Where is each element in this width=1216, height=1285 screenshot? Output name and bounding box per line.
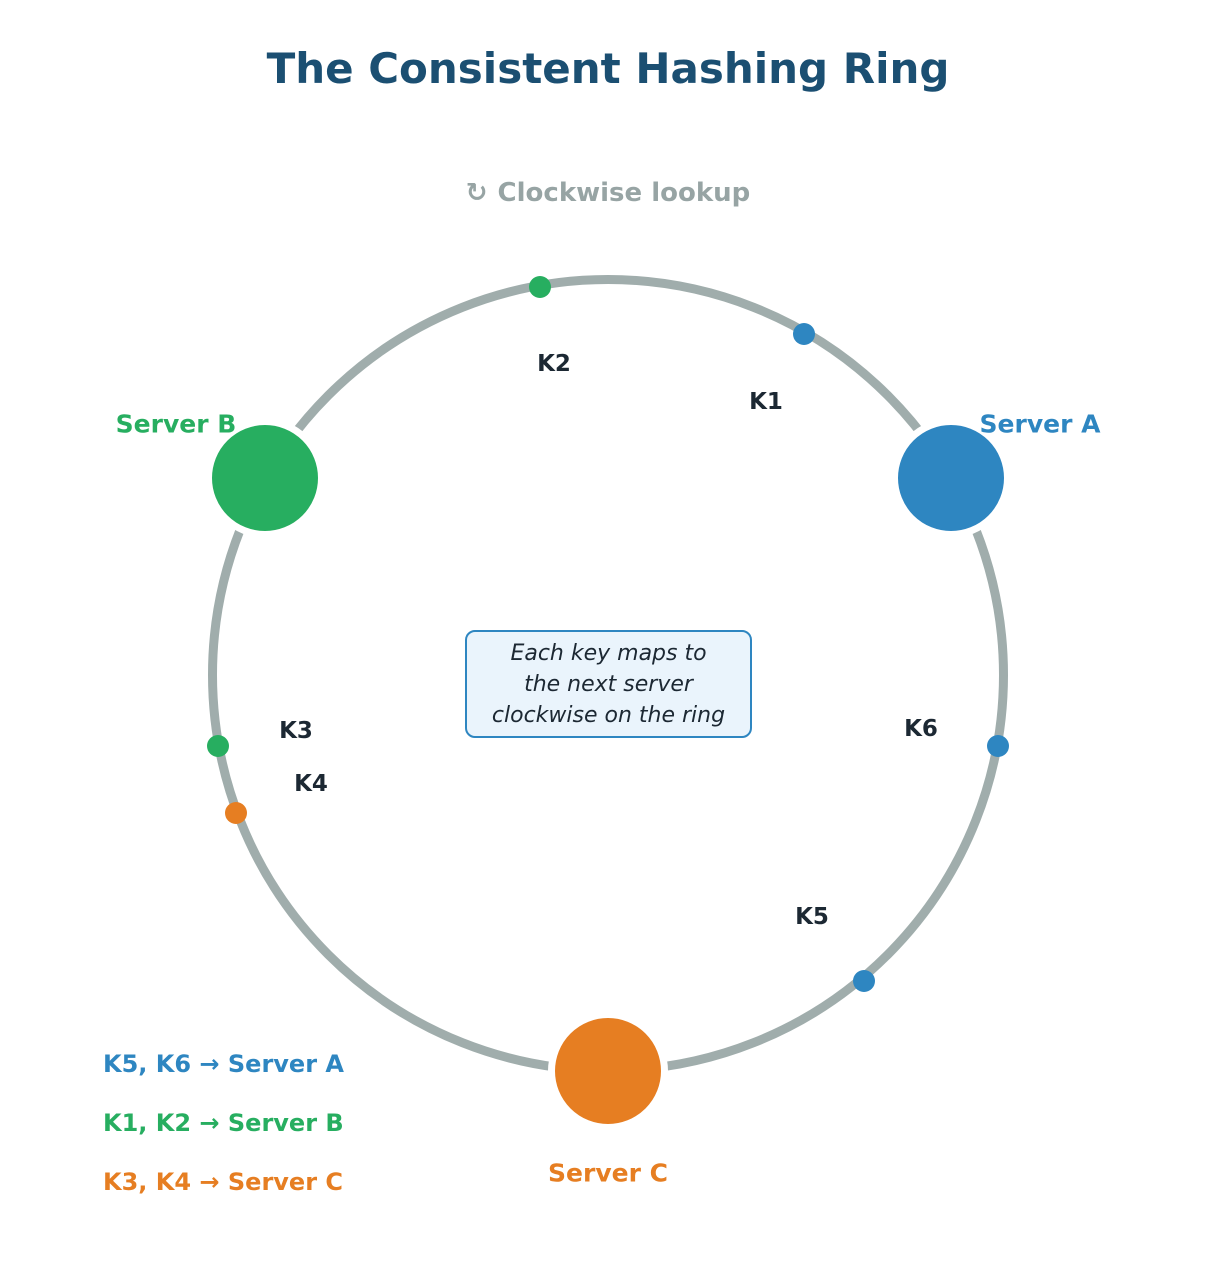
subtitle: ↻ Clockwise lookup (0, 178, 1216, 208)
key-dot-k4 (225, 802, 247, 824)
key-label-k3: K3 (279, 718, 313, 744)
legend: K5, K6 → Server A K1, K2 → Server B K3, … (103, 1050, 344, 1196)
clockwise-arrow-icon: ↻ (465, 178, 488, 208)
page-title: The Consistent Hashing Ring (266, 44, 950, 93)
server-a-label: Server A (979, 409, 1101, 439)
note-box: Each key maps to the next server clockwi… (465, 630, 752, 738)
key-label-k1: K1 (749, 389, 783, 415)
key-dot-k1 (793, 323, 815, 345)
key-label-k4: K4 (294, 771, 328, 797)
legend-item-server-a: K5, K6 → Server A (103, 1050, 344, 1078)
key-label-k6: K6 (904, 716, 938, 742)
server-node-c (548, 1011, 668, 1131)
key-dot-k3 (207, 735, 229, 757)
server-node-b (205, 418, 325, 538)
key-label-k2: K2 (537, 351, 571, 377)
server-b-label: Server B (115, 409, 237, 439)
subtitle-label: Clockwise lookup (497, 178, 751, 208)
legend-item-server-b: K1, K2 → Server B (103, 1109, 344, 1137)
key-dot-k5 (853, 970, 875, 992)
server-c-label: Server C (548, 1158, 668, 1188)
note-line-2: the next server (524, 671, 693, 697)
key-label-k5: K5 (795, 904, 829, 930)
note-line-3: clockwise on the ring (491, 702, 726, 728)
key-dot-k2 (529, 276, 551, 298)
note-line-1: Each key maps to (510, 640, 707, 666)
legend-item-server-c: K3, K4 → Server C (103, 1168, 344, 1196)
key-dot-k6 (987, 735, 1009, 757)
server-node-a (891, 418, 1011, 538)
